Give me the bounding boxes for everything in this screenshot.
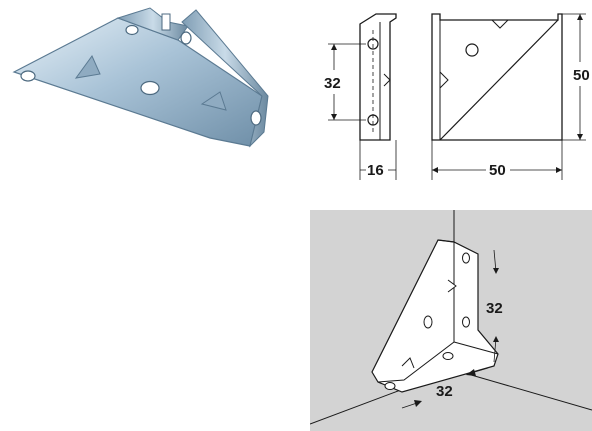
photo-notch [161, 13, 171, 31]
side-view-width-label: 16 [367, 162, 384, 179]
installation-svg: 32 32 [310, 210, 592, 431]
side-view-drawing: 32 16 [320, 0, 400, 185]
installed-bracket-base-fold [453, 341, 499, 355]
install-rib-horizontal [401, 357, 415, 369]
photo-hole-center [140, 80, 160, 96]
install-hole-1 [462, 252, 470, 264]
photo-hole-left [20, 70, 36, 82]
install-hole-3 [442, 352, 454, 360]
install-dim-arrow-right [466, 369, 476, 376]
bracket-base-plate [12, 17, 263, 147]
install-horizontal-spacing-label: 32 [436, 383, 453, 400]
install-hole-center [423, 315, 433, 329]
dim-arrow-height-down [577, 134, 583, 140]
install-dim-arrow-left [414, 400, 422, 407]
installation-illustration: 32 32 [310, 210, 592, 431]
install-dim-arrow-top [493, 268, 499, 274]
side-view-hole-spacing-label: 32 [324, 75, 341, 92]
front-view-svg: 50 50 [431, 13, 590, 180]
bracket-right-rib [200, 91, 227, 111]
front-view-drawing: 50 50 [410, 0, 592, 185]
installed-bracket [371, 239, 499, 393]
photo-hole-top [125, 24, 139, 36]
side-view-rib-mark [383, 73, 391, 87]
bracket-right-flange [181, 9, 269, 148]
front-view-height-label: 50 [573, 67, 590, 84]
wall-floor-right [453, 369, 592, 411]
front-view-width-label: 50 [489, 162, 506, 179]
dim-label-bg-front [486, 162, 510, 178]
install-dim-arrow-bottom [493, 336, 499, 342]
install-vertical-spacing-label: 32 [486, 300, 503, 317]
install-hole-2 [462, 316, 470, 328]
front-view-hole [465, 43, 479, 57]
bracket-rear-flange [116, 7, 189, 41]
install-rib-vertical [447, 279, 457, 293]
product-photo [0, 0, 292, 200]
dim-arrow-width-right [556, 167, 562, 173]
front-view-rib-top [491, 19, 509, 29]
photo-hole-flange-rear [180, 31, 192, 45]
dim-arrow-up [331, 44, 337, 50]
side-view-svg: 32 16 [324, 13, 397, 180]
install-hole-4 [384, 382, 396, 390]
bracket-photo-illustration [12, 7, 269, 148]
dim-arrow-down [331, 114, 337, 120]
photo-hole-flange-right [250, 110, 262, 126]
front-view-outline [431, 13, 563, 141]
dim-arrow-height-up [577, 14, 583, 20]
bracket-left-rib [74, 55, 101, 79]
dim-label-bg [366, 162, 388, 178]
dim-arrow-width-left [432, 167, 438, 173]
front-view-rib-left [439, 71, 449, 89]
front-view-diagonal [439, 19, 559, 141]
